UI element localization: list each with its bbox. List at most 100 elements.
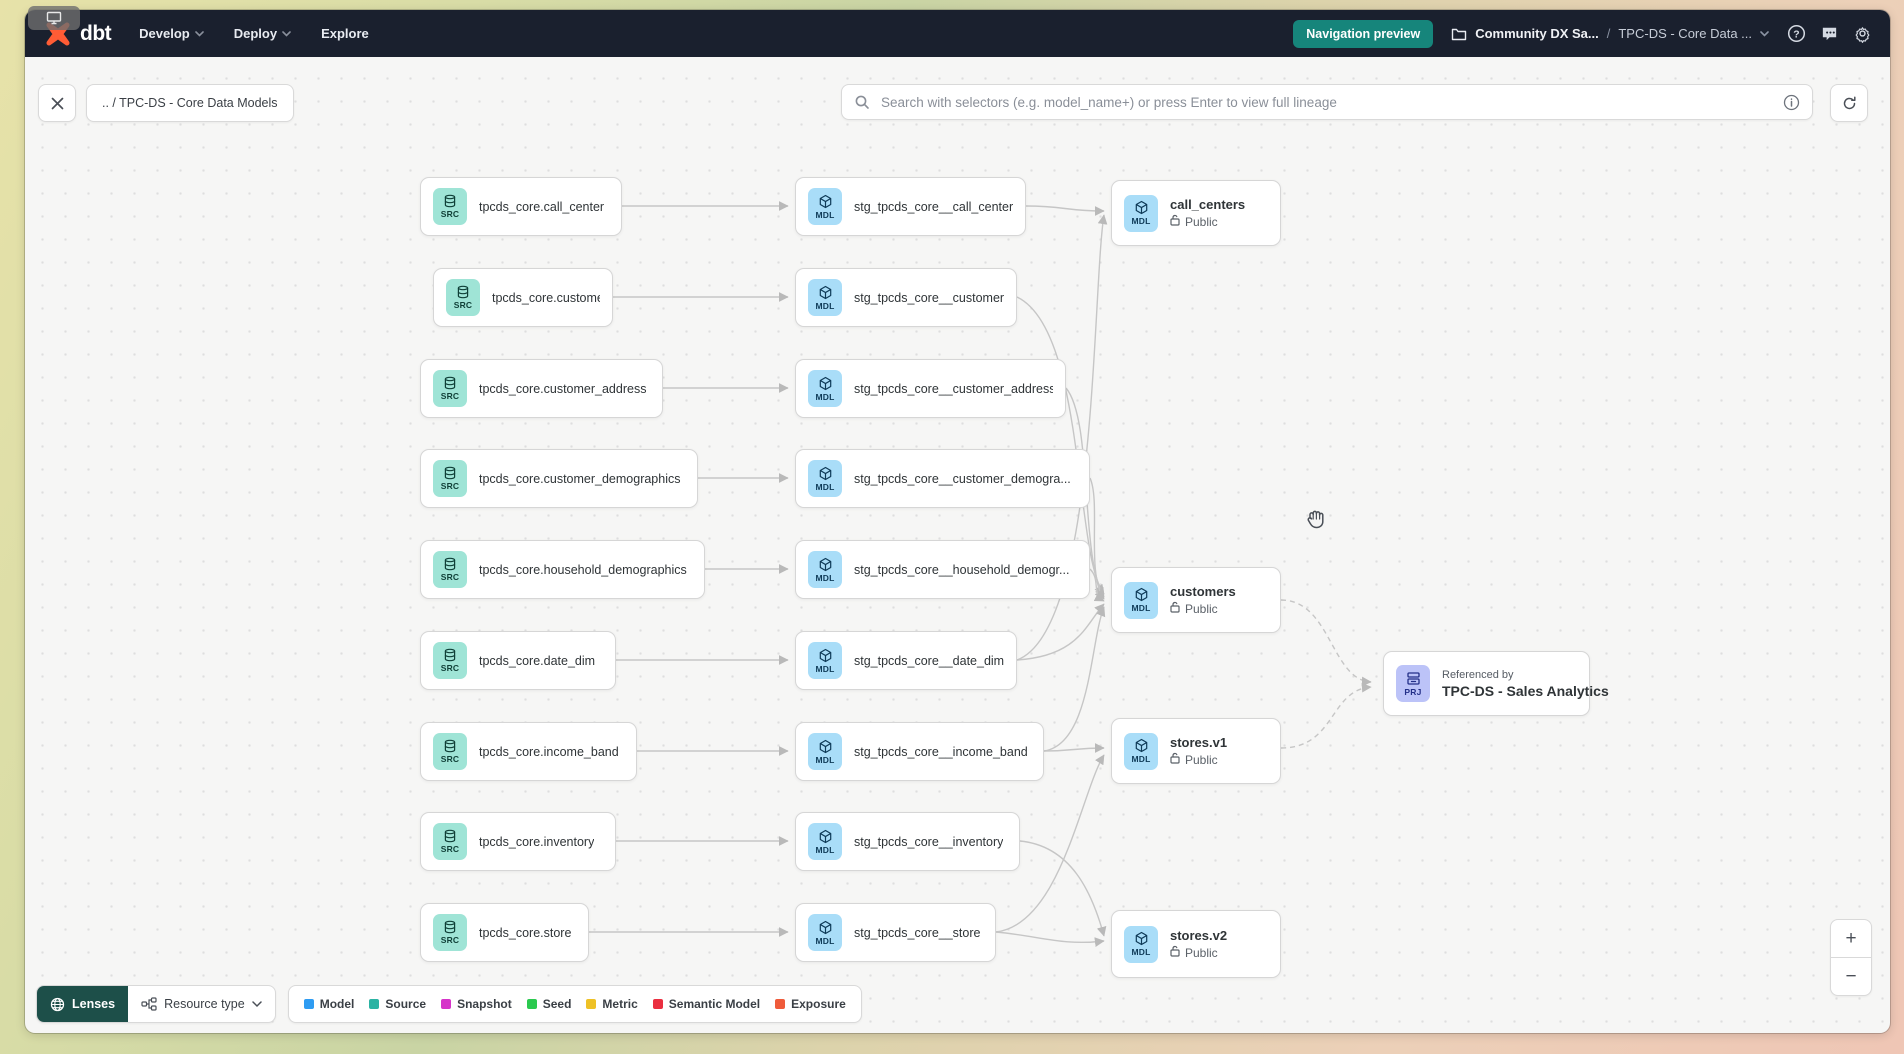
lineage-search-bar xyxy=(841,84,1813,120)
src-badge-icon: SRC xyxy=(433,642,467,679)
nav-menu: Develop Deploy Explore xyxy=(139,26,369,41)
src-badge-icon: SRC xyxy=(433,823,467,860)
navigation-preview-button[interactable]: Navigation preview xyxy=(1293,19,1434,48)
mdl-badge-icon: MDL xyxy=(1124,732,1158,770)
project-node-TPC-DS - Sales Analytics[interactable]: PRJReferenced byTPC-DS - Sales Analytics xyxy=(1383,651,1609,716)
monitor-icon xyxy=(46,11,62,25)
zoom-out-button[interactable]: − xyxy=(1845,965,1857,987)
lineage-breadcrumb-chip[interactable]: .. / TPC-DS - Core Data Models xyxy=(86,84,294,122)
src-badge-icon: SRC xyxy=(446,279,480,316)
dbt-logo-text: dbt xyxy=(80,21,112,45)
src-badge-icon: SRC xyxy=(433,370,467,407)
zoom-in-button[interactable]: + xyxy=(1831,920,1871,958)
svg-text:?: ? xyxy=(1793,29,1799,40)
top-navbar: dbt Develop Deploy Explore Navigation pr… xyxy=(25,10,1890,57)
legend-item-semantic-model: Semantic Model xyxy=(652,997,760,1011)
mdl-badge-icon: MDL xyxy=(808,823,842,860)
feedback-chat-icon[interactable] xyxy=(1820,24,1839,43)
lock-icon xyxy=(1170,945,1180,960)
lenses-button[interactable]: Lenses xyxy=(37,986,129,1022)
mdl-badge-icon: MDL xyxy=(1124,194,1158,232)
lineage-footer: Lenses Resource type Model Source Snapshot… xyxy=(36,985,862,1023)
breadcrumb-page[interactable]: TPC-DS - Core Data ... xyxy=(1618,26,1752,41)
legend-item-snapshot: Snapshot xyxy=(441,997,512,1011)
resource-type-legend: Model Source Snapshot Seed Metric Semantic Mo… xyxy=(287,985,862,1023)
mdl-badge-icon: MDL xyxy=(808,279,842,316)
close-lineage-button[interactable] xyxy=(38,84,76,122)
close-icon xyxy=(51,97,63,109)
info-icon[interactable] xyxy=(1783,94,1800,111)
screen-share-indicator xyxy=(28,6,80,30)
breadcrumb: Community DX Sa... / TPC-DS - Core Data … xyxy=(1451,26,1769,41)
navbar-icon-group: ? xyxy=(1787,24,1872,43)
mdl-badge-icon: MDL xyxy=(1124,581,1158,619)
folder-icon xyxy=(1452,28,1467,40)
src-badge-icon: SRC xyxy=(433,460,467,497)
legend-item-seed: Seed xyxy=(526,997,571,1011)
lens-icon xyxy=(50,997,65,1011)
navbar-right: Navigation preview Community DX Sa... / … xyxy=(1293,19,1872,48)
prj-badge-icon: PRJ xyxy=(1396,665,1430,702)
chevron-down-icon[interactable] xyxy=(1760,30,1769,37)
mdl-badge-icon: MDL xyxy=(808,914,842,951)
src-badge-icon: SRC xyxy=(433,914,467,951)
nav-item-explore[interactable]: Explore xyxy=(321,26,369,41)
mdl-badge-icon: MDL xyxy=(808,188,842,225)
mdl-badge-icon: MDL xyxy=(808,733,842,770)
lock-icon xyxy=(1170,214,1180,229)
refresh-lineage-button[interactable] xyxy=(1830,84,1868,122)
legend-item-model: Model xyxy=(303,997,354,1011)
resource-type-dropdown[interactable]: Resource type xyxy=(128,986,275,1022)
legend-item-metric: Metric xyxy=(586,997,638,1011)
nav-item-deploy[interactable]: Deploy xyxy=(234,26,291,41)
legend-color-swatch xyxy=(369,999,380,1009)
dbt-logo[interactable]: dbt xyxy=(43,19,112,49)
legend-item-source: Source xyxy=(369,997,426,1011)
nav-item-develop[interactable]: Develop xyxy=(139,26,204,41)
help-icon[interactable]: ? xyxy=(1787,24,1806,43)
src-badge-icon: SRC xyxy=(433,188,467,225)
legend-color-swatch xyxy=(303,999,314,1009)
chevron-down-icon xyxy=(251,1000,262,1007)
mdl-badge-icon: MDL xyxy=(808,370,842,407)
mdl-badge-icon: MDL xyxy=(808,551,842,588)
resource-type-icon xyxy=(141,997,157,1011)
lenses-control: Lenses Resource type xyxy=(36,985,276,1023)
src-badge-icon: SRC xyxy=(433,733,467,770)
chevron-down-icon xyxy=(282,30,291,37)
mdl-badge-icon: MDL xyxy=(1124,925,1158,963)
search-icon xyxy=(855,95,869,109)
breadcrumb-project[interactable]: Community DX Sa... xyxy=(1475,26,1599,41)
search-input[interactable] xyxy=(879,93,1774,111)
lineage-toolbar: .. / TPC-DS - Core Data Models xyxy=(38,84,1868,122)
legend-color-swatch xyxy=(586,999,597,1009)
lock-icon xyxy=(1170,601,1180,616)
lock-icon xyxy=(1170,752,1180,767)
src-badge-icon: SRC xyxy=(433,551,467,588)
gear-icon[interactable] xyxy=(1853,24,1872,43)
legend-color-swatch xyxy=(441,999,452,1009)
